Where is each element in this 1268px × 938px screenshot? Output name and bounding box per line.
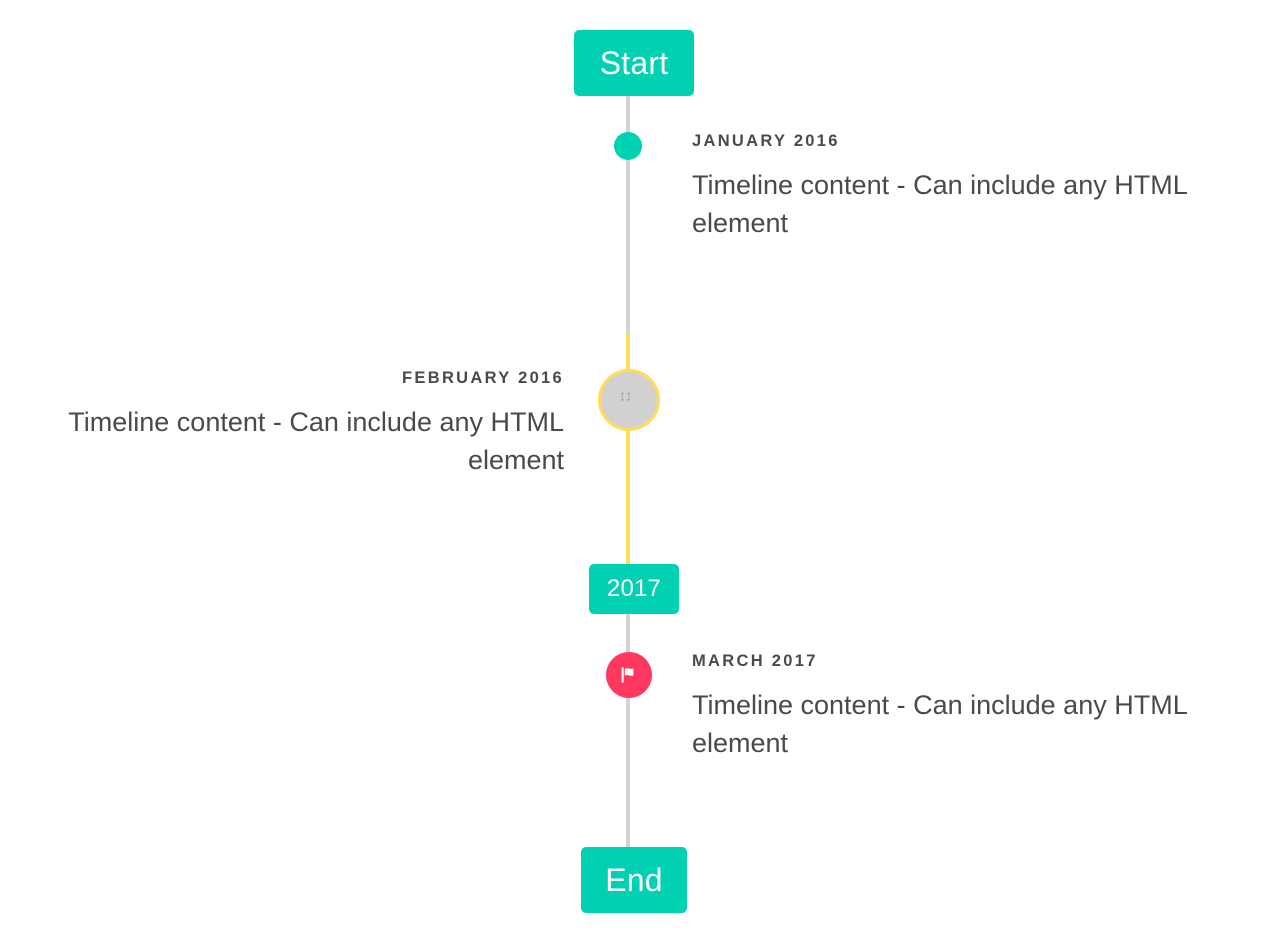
dot-marker-icon (614, 132, 642, 160)
timeline-item-heading: MARCH 2017 (692, 652, 818, 670)
flag-icon (606, 652, 652, 698)
timeline-start-badge[interactable]: Start (574, 30, 694, 96)
timeline-rail-upper (626, 94, 630, 336)
timeline-item-heading: FEBRUARY 2016 (402, 369, 564, 387)
timeline-divider-badge-2017[interactable]: 2017 (589, 564, 679, 614)
timeline-item-content: FEBRUARY 2016 Timeline content - Can inc… (40, 369, 564, 480)
timeline-rail-lower (626, 612, 630, 852)
timeline-end-badge[interactable]: End (581, 847, 687, 913)
timeline-item-body: Timeline content - Can include any HTML … (692, 690, 1187, 759)
timeline-item-heading: JANUARY 2016 (692, 132, 840, 150)
timeline-item-content: MARCH 2017 Timeline content - Can includ… (692, 652, 1216, 763)
timeline-item-body: Timeline content - Can include any HTML … (692, 170, 1187, 239)
timeline-item-content: JANUARY 2016 Timeline content - Can incl… (692, 132, 1216, 243)
timeline-item-body: Timeline content - Can include any HTML … (68, 407, 564, 476)
broken-image-icon (598, 369, 660, 431)
timeline-rail-highlighted (626, 334, 630, 566)
